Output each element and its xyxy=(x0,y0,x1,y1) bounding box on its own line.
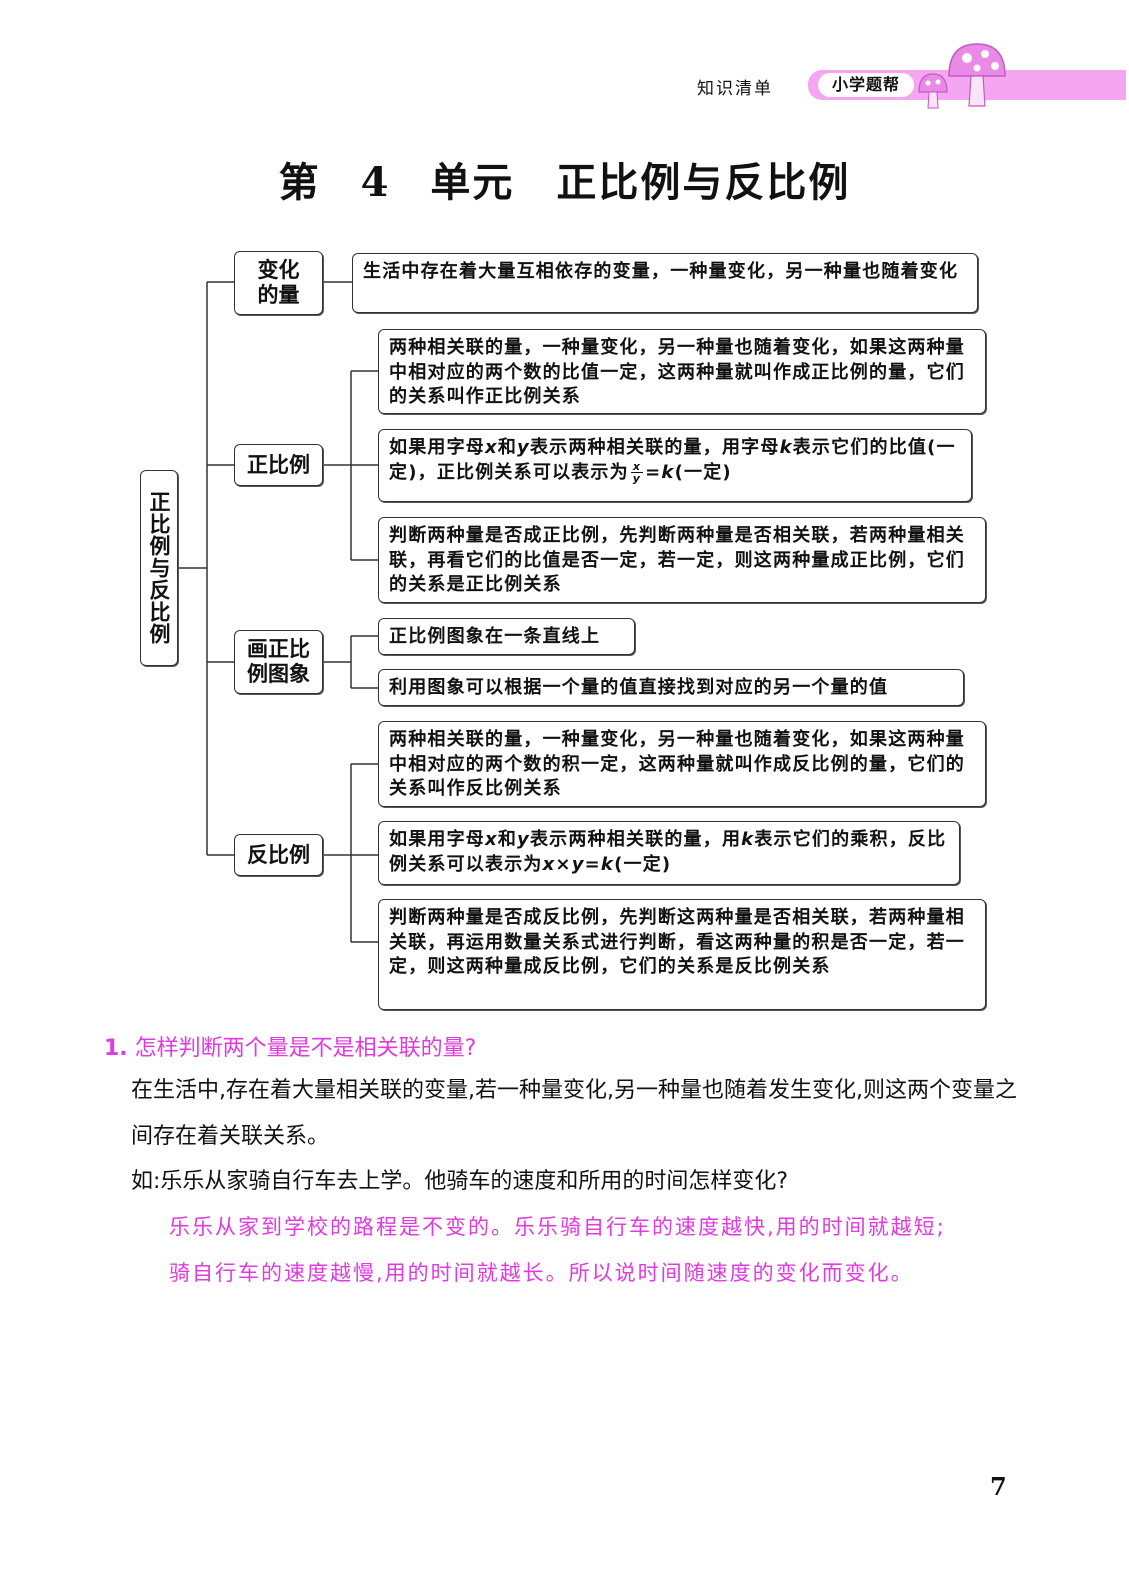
example-question: 如:乐乐从家骑自行车去上学。他骑车的速度和所用的时间怎样变化? xyxy=(131,1169,789,1194)
category-label: 画正比 xyxy=(247,637,310,661)
content-box-formula: 如果用字母x和y表示两种相关联的量，用字母k表示它们的比值(一定)，正比例关系可… xyxy=(378,429,972,502)
var-k: k xyxy=(661,461,675,483)
fraction-denominator: y xyxy=(632,472,642,485)
question-number: 1. xyxy=(104,1036,128,1061)
text-segment: (一定) xyxy=(614,853,672,875)
mindmap-root: 正比例与反比例 xyxy=(140,470,178,666)
var-x: x xyxy=(485,437,498,458)
category-label: 正比例 xyxy=(247,452,310,477)
text-segment: 表示它们的比值(一定)，正比例关系可以表示为 xyxy=(389,437,956,483)
var-y: y xyxy=(517,437,530,458)
question-1: 1. 怎样判断两个量是不是相关联的量? xyxy=(104,1030,476,1062)
category-label: 的量 xyxy=(257,283,300,307)
content-box: 判断两种量是否成反比例，先判断这两种量是否相关联，若两种量相关联，再运用数量关系… xyxy=(378,899,986,1010)
content-box: 两种相关联的量，一种量变化，另一种量也随着变化，如果这两种量中相对应的两个数的积… xyxy=(378,721,986,807)
text-segment: 和 xyxy=(497,437,518,458)
var-k: k xyxy=(779,437,793,458)
question-text: 怎样判断两个量是不是相关联的量? xyxy=(134,1036,477,1061)
category-label: 反比例 xyxy=(247,842,310,867)
var-k: k xyxy=(741,829,755,850)
page-title: 第 4 单元 正比例与反比例 xyxy=(278,159,851,206)
category-direct-proportion: 正比例 xyxy=(234,444,323,486)
text-segment: 表示它们的乘积，反比例关系可以表示为 xyxy=(389,829,947,875)
content-box: 两种相关联的量，一种量变化，另一种量也随着变化，如果这两种量中相对应的两个数的比… xyxy=(378,329,986,414)
category-direct-proportion-graph: 画正比 例图象 xyxy=(234,630,323,694)
text-segment: (一定) xyxy=(674,461,732,483)
content-box: 判断两种量是否成正比例，先判断两种量是否相关联，若两种量相关联，再看它们的比值是… xyxy=(378,517,986,603)
var-y: y xyxy=(517,829,530,850)
category-inverse-proportion: 反比例 xyxy=(234,834,323,876)
brand-label: 小学题帮 xyxy=(818,73,914,97)
answer-line: 乐乐从家到学校的路程是不变的。乐乐骑自行车的速度越快,用的时间就越短; xyxy=(169,1215,946,1239)
answer-line: 骑自行车的速度越慢,用的时间就越长。所以说时间随速度的变化而变化。 xyxy=(169,1261,914,1285)
explanation-paragraph: 在生活中,存在着大量相关联的变量,若一种量变化,另一种量也随着发生变化,则这两个… xyxy=(131,1078,1017,1149)
text-segment: 如果用字母 xyxy=(389,829,485,850)
content-box: 利用图象可以根据一个量的值直接找到对应的另一个量的值 xyxy=(378,669,964,706)
mushroom-icon xyxy=(918,43,1006,109)
section-label: 知识清单 xyxy=(697,79,773,99)
text-segment: 表示两种相关联的量，用字母 xyxy=(529,437,780,458)
equals-sign: = xyxy=(645,461,662,483)
fraction-numerator: x xyxy=(630,460,644,473)
content-box-formula: 如果用字母x和y表示两种相关联的量，用k表示它们的乘积，反比例关系可以表示为x×… xyxy=(378,821,960,885)
text-segment: 和 xyxy=(497,829,518,850)
category-label: 变化 xyxy=(257,258,300,282)
formula: x×y=k xyxy=(542,853,615,875)
text-segment: 表示两种相关联的量，用 xyxy=(529,829,742,850)
content-box: 正比例图象在一条直线上 xyxy=(378,618,635,655)
content-box: 生活中存在着大量互相依存的变量，一种量变化，另一种量也随着变化 xyxy=(352,253,978,313)
var-x: x xyxy=(485,829,498,850)
category-label: 例图象 xyxy=(247,662,310,686)
category-changing-quantities: 变化 的量 xyxy=(234,251,323,315)
mindmap-root-label: 正比例与反比例 xyxy=(147,491,171,645)
text-segment: 如果用字母 xyxy=(389,437,485,458)
page-number: 7 xyxy=(990,1472,1007,1501)
